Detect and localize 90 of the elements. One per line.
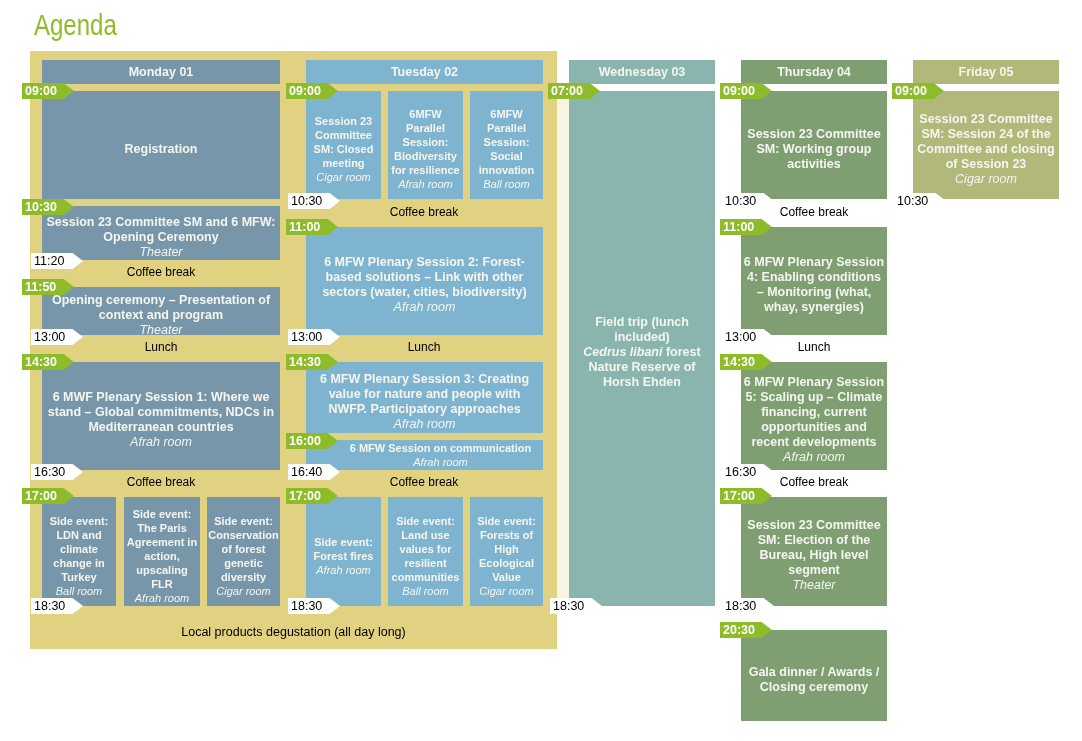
- time-tag: 14:30: [286, 354, 338, 370]
- break-label: Coffee break: [126, 475, 196, 489]
- break-label: Coffee break: [389, 205, 459, 219]
- session-title: Side event: The Paris Agreement in action, upscaling FLR: [126, 506, 198, 591]
- time-tag: 18:30: [288, 598, 340, 614]
- time-tag: 13:00: [31, 329, 83, 345]
- session-title: Side event: Conservation of forest genetic diversity: [208, 513, 279, 584]
- session-title: Session 23 Committee SM and 6 MFW: Opening Ceremony: [45, 214, 277, 245]
- place-name: Cedrus libani forest Nature Reserve of Horsh Ehden: [582, 345, 702, 390]
- time-tag: 09:00: [720, 83, 772, 99]
- session-card: [470, 91, 543, 199]
- band-note: Local products degustation (all day long): [180, 625, 407, 639]
- session-title: Side event: Forests of High Ecological Value: [476, 513, 537, 584]
- session-title: Session 23 Committee SM: Election of the Bureau, High level segment: [746, 518, 882, 578]
- session-title: Gala dinner / Awards / Closing ceremony: [747, 664, 881, 695]
- room-name: Ball room: [483, 177, 530, 191]
- time-tag: 14:30: [22, 354, 74, 370]
- time-tag: 14:30: [720, 354, 772, 370]
- session-card: [388, 91, 463, 199]
- time-tag: 16:00: [286, 433, 338, 449]
- room-name: Theater: [139, 244, 183, 260]
- time-tag: 18:30: [31, 598, 83, 614]
- room-name: Afrah room: [134, 590, 190, 605]
- room-name: Cigar room: [216, 583, 271, 598]
- break-label: Lunch: [797, 340, 831, 354]
- session-title: 6 MWF Plenary Session 1: Where we stand – Global commitments, NDCs in Mediterranean countries: [46, 390, 276, 435]
- room-name: Ball room: [55, 583, 103, 598]
- day-header: Monday 01: [42, 60, 280, 84]
- session-title: 6 MFW Plenary Session 2: Forest-based solutions – Link with other sectors (water, cities, biodiversity): [321, 255, 528, 300]
- room-name: Theater: [792, 578, 836, 593]
- time-tag: 09:00: [892, 83, 944, 99]
- session-title: 6 MFW Plenary Session 4: Enabling conditions – Monitoring (what, whay, synergies): [743, 255, 885, 315]
- day-header: Wednesday 03: [569, 60, 715, 84]
- page-title: Agenda: [34, 8, 117, 42]
- time-tag: 11:00: [286, 219, 338, 235]
- time-tag: 11:20: [31, 253, 83, 269]
- time-tag: 20:30: [720, 622, 772, 638]
- session-title: Side event: LDN and climate change in Turkey: [48, 513, 110, 584]
- break-label: Lunch: [144, 340, 178, 354]
- time-tag: 16:40: [288, 464, 340, 480]
- time-tag: 13:00: [288, 329, 340, 345]
- session-card: [207, 497, 280, 606]
- room-name: Afrah room: [783, 450, 845, 465]
- room-name: Afrah room: [398, 177, 453, 191]
- time-tag: 10:30: [288, 193, 340, 209]
- time-tag: 16:30: [31, 464, 83, 480]
- day-header: Thursday 04: [741, 60, 887, 84]
- session-title: Field trip (lunch included): [594, 315, 690, 345]
- time-tag: 11:00: [720, 219, 772, 235]
- break-label: Coffee break: [779, 205, 849, 219]
- room-name: Cigar room: [955, 171, 1017, 187]
- break-label: Lunch: [407, 340, 441, 354]
- room-name: Cigar room: [479, 583, 534, 598]
- time-tag: 11:50: [22, 279, 74, 295]
- session-title: Session 23 Committee SM: Closed meeting: [312, 114, 375, 170]
- session-title: Registration: [124, 141, 198, 157]
- session-card: [124, 497, 200, 606]
- time-tag: 17:00: [286, 488, 338, 504]
- break-label: Coffee break: [126, 265, 196, 279]
- room-name: Afrah room: [316, 562, 371, 577]
- room-name: Afrah room: [413, 455, 468, 469]
- session-title: Session 23 Committee SM: Session 24 of the Committee and closing of Session 23: [916, 111, 1056, 172]
- session-title: 6 MFW Plenary Session 5: Scaling up – Climate financing, current opportunities and recent developments: [743, 375, 885, 450]
- session-title: 6MFW Parallel Session: Biodiversity for resilience: [390, 107, 461, 177]
- session-title: Opening ceremony – Presentation of context and program: [50, 292, 272, 323]
- room-name: Cigar room: [316, 170, 371, 184]
- room-name: Afrah room: [393, 300, 456, 315]
- room-name: Theater: [139, 322, 183, 338]
- session-card: [470, 497, 543, 606]
- room-name: Afrah room: [130, 435, 192, 450]
- session-title: 6 MFW Session on communication: [349, 441, 532, 455]
- room-name: Afrah room: [393, 416, 456, 432]
- session-title: 6MFW Parallel Session: Social innovation: [477, 107, 536, 177]
- session-title: Side event: Forest fires: [312, 534, 375, 563]
- time-tag: 09:00: [286, 83, 338, 99]
- time-tag: 17:00: [720, 488, 772, 504]
- time-tag: 17:00: [22, 488, 74, 504]
- session-card: [388, 497, 463, 606]
- time-tag: 10:30: [22, 199, 74, 215]
- day-header: Friday 05: [913, 60, 1059, 84]
- break-label: Coffee break: [779, 475, 849, 489]
- time-tag: 07:00: [548, 83, 600, 99]
- session-title: Session 23 Committee SM: Working group activities: [746, 126, 882, 172]
- time-tag: 09:00: [22, 83, 74, 99]
- session-title: Side event: Land use values for resilient communities: [390, 513, 461, 584]
- time-tag: 18:30: [550, 598, 602, 614]
- session-title: 6 MFW Plenary Session 3: Creating value for nature and people with NWFP. Participatory approaches: [318, 371, 531, 417]
- room-name: Ball room: [402, 583, 449, 598]
- day-header: Tuesday 02: [306, 60, 543, 84]
- break-label: Coffee break: [389, 475, 459, 489]
